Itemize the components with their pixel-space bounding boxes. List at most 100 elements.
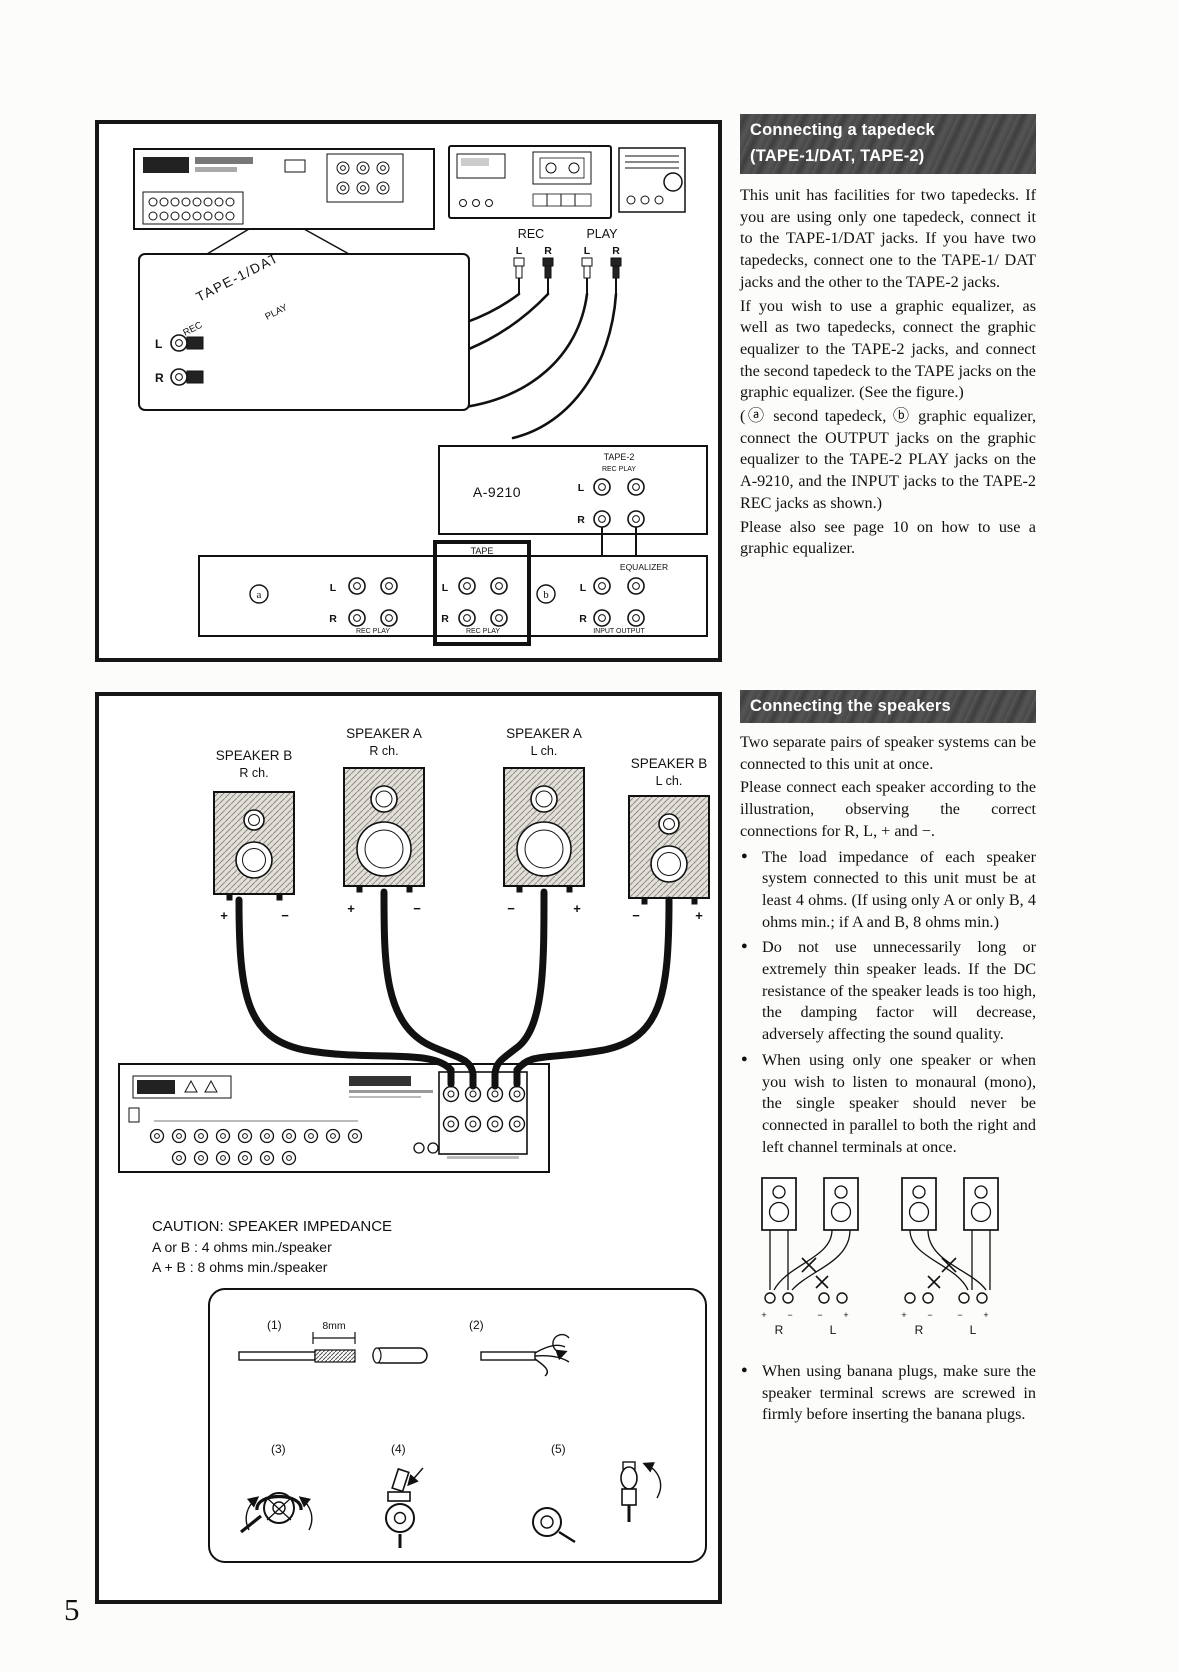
minus-label: − — [507, 901, 515, 916]
amplifier-rear-panel — [118, 1063, 550, 1173]
speaker-a-l-label: SPEAKER A — [506, 726, 582, 741]
r-label: R — [579, 613, 587, 625]
tapedeck-para2: If you wish to use a graphic equalizer, … — [740, 296, 1036, 402]
wrap-terminal-icon — [240, 1492, 313, 1534]
speaker-labels: SPEAKER B R ch. SPEAKER A R ch. SPEAKER … — [216, 726, 708, 788]
banana-bullet-list: When using banana plugs, make sure the s… — [740, 1361, 1036, 1426]
left-l-label: L — [830, 1323, 837, 1337]
bullet-impedance: The load impedance of each speaker syste… — [740, 847, 1036, 934]
tape-label: TAPE — [471, 546, 494, 556]
ring-terminal-icon — [532, 1507, 576, 1544]
l-label: L — [330, 582, 337, 594]
tapedeck-diagram: REC PLAY L R L R TAPE-1/DAT PLAY REC L R — [133, 145, 708, 646]
caution-line3: A + B : 8 ohms min./speaker — [152, 1259, 328, 1275]
play-label: PLAY — [586, 227, 618, 241]
speakers-section-text: Two separate pairs of speaker systems ca… — [740, 732, 1036, 1430]
rec-label: REC — [518, 227, 544, 241]
speaker-a-r-box — [343, 767, 425, 893]
tighten-terminal-icon — [385, 1467, 424, 1548]
mono-diagram-right-group — [901, 1177, 999, 1305]
speaker-cables — [235, 888, 673, 1090]
tapedeck-para4: Please also see page 10 on how to use a … — [740, 517, 1036, 558]
speaker-a-r-ch: R ch. — [369, 744, 398, 758]
left-r-label: R — [775, 1323, 784, 1337]
caution-line2: A or B : 4 ohms min./speaker — [152, 1239, 332, 1255]
bullet-mono: When using only one speaker or when you … — [740, 1050, 1036, 1159]
tapedeck-para3: (ⓐ second tapedeck, ⓑ graphic equalizer,… — [740, 407, 1036, 512]
mono-connection-diagram: + − − + R L + − − + R L — [761, 1177, 999, 1337]
tape2-recplay-label: REC PLAY — [602, 466, 636, 473]
plus-label: + — [573, 901, 581, 916]
step4-label: (4) — [391, 1442, 406, 1456]
step1-label: (1) — [267, 1318, 282, 1332]
step3-label: (3) — [271, 1442, 286, 1456]
mono-diagram-right-labels: + − − + R L — [901, 1310, 988, 1337]
rec-play-sub: REC PLAY — [466, 628, 500, 635]
plus-label: + — [695, 908, 703, 923]
svg-text:+: + — [983, 1310, 988, 1320]
l-label: L — [578, 482, 585, 494]
speakers-title-text: Connecting the speakers — [750, 697, 951, 715]
twisted-wire-icon — [480, 1333, 570, 1377]
speaker-b-r-label: SPEAKER B — [216, 748, 293, 763]
rec-play-plugs: REC PLAY L R L R — [513, 227, 622, 294]
bullet-leads: Do not use unnecessarily long or extreme… — [740, 937, 1036, 1046]
caution-text: CAUTION: SPEAKER IMPEDANCE A or B : 4 oh… — [152, 1218, 392, 1275]
minus-label: − — [632, 908, 640, 923]
tag-a: a — [257, 589, 262, 601]
speakers-bullet-list: The load impedance of each speaker syste… — [740, 847, 1036, 1159]
dimension-label: 8mm — [322, 1320, 346, 1332]
r-label: R — [441, 613, 449, 625]
model-label: A-9210 — [473, 484, 521, 500]
svg-text:+: + — [901, 1310, 906, 1320]
svg-text:+: + — [761, 1310, 766, 1320]
r-label: R — [155, 371, 164, 385]
speaker-a-r-label: SPEAKER A — [346, 726, 422, 741]
r-label: R — [544, 245, 552, 257]
mono-diagram-left-group — [761, 1177, 859, 1305]
tapedeck-para1: This unit has facilities for two tapedec… — [740, 186, 1036, 291]
speakers-para1: Two separate pairs of speaker systems ca… — [740, 733, 1036, 773]
r-label: R — [612, 245, 620, 257]
tapedeck-front-panel-icon — [448, 145, 686, 219]
page-number: 5 — [64, 1592, 80, 1627]
equalizer-and-tapedeck-panel: a L R REC PLAY TAPE L R REC PLAY b EQU — [198, 540, 708, 646]
r-label: R — [329, 613, 337, 625]
polarity-labels: + − + − − + − + — [220, 901, 703, 923]
tag-b: b — [543, 589, 549, 601]
tape1-dat-callout: TAPE-1/DAT PLAY REC L R — [138, 250, 470, 411]
stripped-wire-icon — [238, 1347, 428, 1364]
bullet-banana-plugs: When using banana plugs, make sure the s… — [740, 1361, 1036, 1426]
speaker-b-r-ch: R ch. — [239, 766, 268, 780]
caution-line1: CAUTION: SPEAKER IMPEDANCE — [152, 1218, 392, 1235]
banana-plug-icon — [620, 1461, 662, 1522]
rec-play-sub: REC PLAY — [356, 628, 390, 635]
l-label: L — [584, 245, 591, 257]
amplifier-rear-panel-icon — [133, 148, 435, 255]
minus-label: − — [413, 901, 421, 916]
l-label: L — [442, 582, 449, 594]
svg-text:−: − — [957, 1310, 962, 1320]
svg-text:−: − — [787, 1310, 792, 1320]
step5-label: (5) — [551, 1442, 566, 1456]
tapedeck-title-line1: Connecting a tapedeck — [750, 121, 935, 139]
svg-text:−: − — [927, 1310, 932, 1320]
equalizer-label: EQUALIZER — [620, 562, 668, 572]
right-r-label: R — [915, 1323, 924, 1337]
svg-text:+: + — [843, 1310, 848, 1320]
speakers-para2: Please connect each speaker according to… — [740, 778, 1036, 840]
speaker-b-r-box — [213, 791, 295, 901]
speaker-b-l-box — [628, 795, 710, 905]
wire-preparation-box: (1) 8mm (2) (3) — [208, 1288, 707, 1563]
minus-label: − — [281, 908, 289, 923]
tapedeck-title-line2: (TAPE-1/DAT, TAPE-2) — [750, 147, 925, 166]
r-label: R — [577, 514, 585, 526]
tape2-label: TAPE-2 — [604, 452, 635, 462]
speaker-a-l-box — [503, 767, 585, 893]
plus-label: + — [220, 908, 228, 923]
step2-label: (2) — [469, 1318, 484, 1332]
speakers-diagram-frame: SPEAKER B R ch. SPEAKER A R ch. SPEAKER … — [95, 692, 722, 1604]
mono-diagram-left-labels: + − − + R L — [761, 1310, 848, 1337]
speaker-b-l-label: SPEAKER B — [631, 756, 708, 771]
